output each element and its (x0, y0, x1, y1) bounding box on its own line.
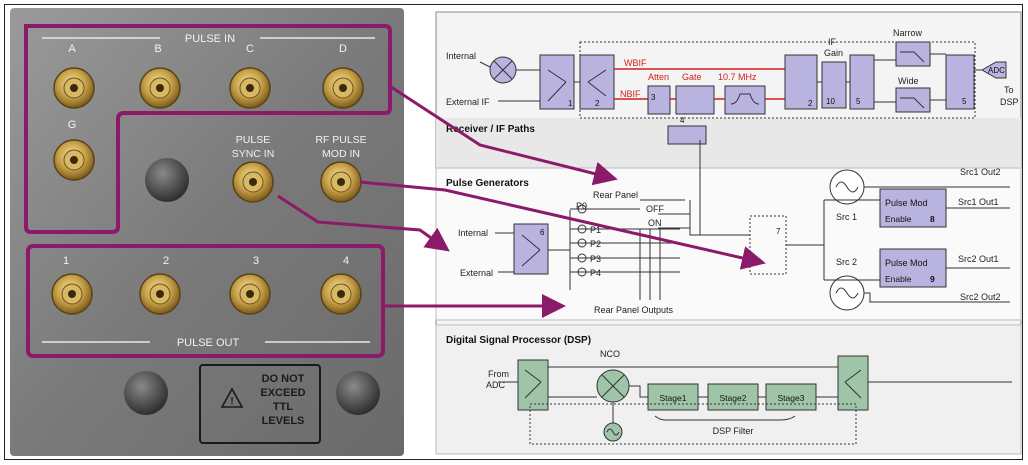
freq-label: 10.7 MHz (718, 72, 757, 82)
pulse-in-b-connector[interactable] (140, 68, 180, 108)
svg-text:5: 5 (962, 97, 967, 106)
svg-text:Enable: Enable (885, 274, 912, 284)
dsp-output-switch (838, 356, 868, 410)
svg-text:7: 7 (776, 227, 781, 236)
atten-label: Atten (648, 72, 669, 82)
pulse-in-g-connector[interactable] (54, 140, 94, 180)
rx-external-if-label: External IF (446, 97, 490, 107)
svg-text:8: 8 (930, 214, 935, 224)
pulse-out-1-connector[interactable] (52, 274, 92, 314)
rf-pulse-mod-label-1: RF PULSE (315, 134, 366, 146)
p2-label: P2 (590, 239, 601, 249)
warning-line-3: TTL (273, 401, 293, 413)
pulse-in-g-label: G (68, 119, 77, 131)
rear-panel-outputs-label: Rear Panel Outputs (594, 305, 674, 315)
svg-text:Pulse Mod: Pulse Mod (885, 198, 928, 208)
pulse-in-b-label: B (154, 43, 161, 55)
nbif-label: NBIF (620, 89, 641, 99)
svg-text:1: 1 (568, 99, 573, 108)
svg-text:5: 5 (856, 97, 861, 106)
pulse-out-1-label: 1 (63, 255, 69, 267)
to-dsp-label-2: DSP (1000, 97, 1019, 107)
svg-text:9: 9 (930, 274, 935, 284)
src1-out2-label: Src1 Out2 (960, 167, 1001, 177)
pulse-out-label: PULSE OUT (177, 337, 240, 349)
svg-text:Pulse Mod: Pulse Mod (885, 258, 928, 268)
to-dsp-label-1: To (1004, 85, 1014, 95)
pg-internal-label: Internal (458, 228, 488, 238)
panel-knob (145, 158, 189, 202)
pulse-in-c-label: C (246, 43, 254, 55)
rx-switch-5a (850, 55, 874, 109)
bandpass-filter (725, 86, 765, 114)
p3-label: P3 (590, 254, 601, 264)
pulse-in-label: PULSE IN (185, 33, 235, 45)
if-gain-label-2: Gain (824, 48, 843, 58)
pulse-in-d-connector[interactable] (323, 68, 363, 108)
warning-line-1: DO NOT (262, 373, 305, 385)
src1-out1-label: Src1 Out1 (958, 197, 999, 207)
src2-out1-label: Src2 Out1 (958, 254, 999, 264)
warning-line-4: LEVELS (262, 415, 305, 427)
narrow-label: Narrow (893, 28, 923, 38)
rx-internal-label: Internal (446, 51, 476, 61)
rx-switch-5b (946, 55, 974, 109)
from-adc-label-1: From (488, 369, 509, 379)
wbif-label: WBIF (624, 58, 647, 68)
pulse-generators-title: Pulse Generators (446, 178, 529, 189)
pulse-in-c-connector[interactable] (230, 68, 270, 108)
src2-label: Src 2 (836, 257, 857, 267)
block-diagram: Internal External IF 1 2 WBIF NBIF Atten… (436, 12, 1021, 454)
narrow-filter (896, 42, 930, 66)
pulse-in-d-label: D (339, 43, 347, 55)
src2-out2-label: Src2 Out2 (960, 292, 1001, 302)
pulse-out-3-label: 3 (253, 255, 259, 267)
p4-label: P4 (590, 268, 601, 278)
dsp-input-switch (518, 360, 548, 410)
pulse-in-a-label: A (68, 43, 76, 55)
dsp-title: Digital Signal Processor (DSP) (446, 335, 591, 346)
src1-label: Src 1 (836, 212, 857, 222)
svg-text:2: 2 (595, 99, 600, 108)
svg-text:4: 4 (680, 116, 685, 125)
pulse-sync-in-connector[interactable] (233, 162, 273, 202)
on-label: ON (648, 218, 662, 228)
rf-pulse-mod-in-connector[interactable] (321, 162, 361, 202)
panel-knob (336, 371, 380, 415)
pulse-in-a-connector[interactable] (54, 68, 94, 108)
svg-text:10: 10 (826, 97, 835, 106)
svg-text:Stage3: Stage3 (778, 393, 805, 403)
svg-text:Stage2: Stage2 (720, 393, 747, 403)
adc-label: ADC (988, 66, 1005, 75)
pulse-out-4-label: 4 (343, 255, 349, 267)
pulse-sync-label-1: PULSE (236, 134, 270, 146)
off-label: OFF (646, 204, 664, 214)
svg-text:!: ! (230, 396, 233, 407)
gate-block (676, 86, 714, 114)
rf-pulse-mod-label-2: MOD IN (322, 148, 360, 160)
warning-line-2: EXCEED (260, 387, 305, 399)
wide-label: Wide (898, 76, 919, 86)
pulse-sync-label-2: SYNC IN (232, 148, 275, 160)
svg-text:3: 3 (651, 93, 656, 102)
svg-text:2: 2 (808, 99, 813, 108)
pulse-out-3-connector[interactable] (230, 274, 270, 314)
rear-panel-label: Rear Panel (593, 190, 638, 200)
gate-label: Gate (682, 72, 702, 82)
nco-label: NCO (600, 349, 620, 359)
wide-filter (896, 88, 930, 112)
pulse-out-2-label: 2 (163, 255, 169, 267)
front-panel: PULSE IN PULSE OUT A B C D G 1 2 3 4 PULSE SYNC … (10, 8, 404, 456)
panel-knob (124, 371, 168, 415)
pulse-out-4-connector[interactable] (321, 274, 361, 314)
svg-text:6: 6 (540, 228, 545, 237)
pulse-out-2-connector[interactable] (140, 274, 180, 314)
dsp-filter-label: DSP Filter (713, 426, 754, 436)
svg-text:Enable: Enable (885, 214, 912, 224)
svg-text:Stage1: Stage1 (660, 393, 687, 403)
pg-external-label: External (460, 268, 493, 278)
